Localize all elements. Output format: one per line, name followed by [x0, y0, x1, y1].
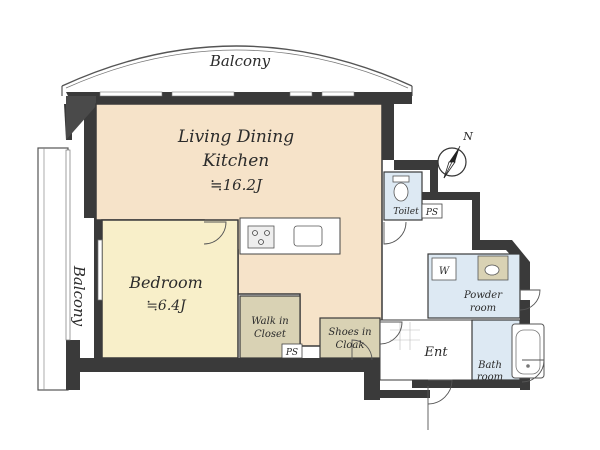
- entrance-tiles: [390, 322, 420, 350]
- ldk-label-line1: Living Dining: [177, 127, 294, 147]
- bedroom-area: ≒6.4J: [146, 298, 187, 314]
- shoes-in-cloak-label-2: Cloak: [336, 340, 365, 351]
- toilet-label: Toilet: [393, 207, 419, 217]
- powder-room-label-2: room: [470, 303, 496, 314]
- entrance-label: Ent: [423, 345, 448, 360]
- bath-room-label-1: Bath: [477, 360, 502, 371]
- compass-north-label: N: [462, 130, 473, 143]
- balcony-left: [37, 147, 69, 391]
- washer-label: W: [439, 266, 450, 277]
- ps-box-1: [421, 203, 443, 219]
- shoes-in-cloak-label-1: Shoes in: [328, 327, 371, 338]
- shoes-in-cloak-floor: [319, 317, 381, 359]
- doors: [203, 221, 545, 430]
- windows-top: [99, 91, 355, 97]
- bath-room-label-2: room: [477, 372, 503, 383]
- washer-space: [431, 257, 457, 281]
- kitchen-counter: [239, 217, 341, 255]
- ps-box-2: [281, 343, 303, 359]
- balcony-top: [61, 45, 413, 96]
- ps-label-2: PS: [285, 348, 298, 358]
- windows-left: [65, 149, 103, 341]
- sink-fixture: [477, 255, 509, 281]
- toilet-fixture: [392, 175, 410, 202]
- balcony-top-label: Balcony: [209, 52, 271, 70]
- bathtub: [511, 323, 545, 379]
- balcony-left-label: Balcony: [70, 265, 88, 327]
- compass-icon: [437, 145, 467, 179]
- walk-in-closet-label-2: Closet: [254, 329, 287, 340]
- bedroom-floor: [101, 219, 239, 359]
- ps-label-1: PS: [425, 208, 438, 218]
- walk-in-closet-label-1: Walk in: [251, 316, 288, 327]
- powder-room-label-1: Powder: [463, 290, 503, 301]
- ldk-label-line2: Kitchen: [202, 151, 269, 171]
- bedroom-label: Bedroom: [128, 273, 203, 292]
- ldk-area: ≒16.2J: [210, 176, 263, 194]
